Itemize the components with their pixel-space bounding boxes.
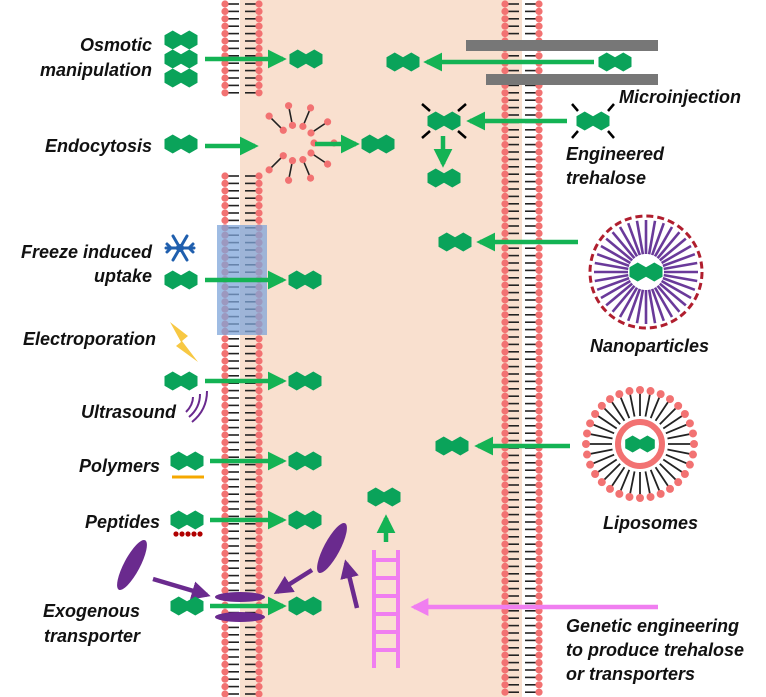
trehalose-engineered-released bbox=[427, 168, 461, 188]
microinjection-needle-top bbox=[466, 40, 658, 51]
left-membrane-top bbox=[221, 0, 263, 97]
trehalose-peptides-in bbox=[288, 510, 322, 530]
trehalose-microinjection-needle bbox=[598, 52, 632, 72]
trehalose-liposome-cargo bbox=[625, 435, 655, 453]
label-freeze-2: uptake bbox=[94, 266, 152, 286]
label-engineered-1: Engineered bbox=[566, 144, 665, 164]
label-genetic-3: or transporters bbox=[566, 664, 695, 684]
snowflake-icon bbox=[164, 234, 196, 262]
label-osmotic-1: Osmotic bbox=[80, 35, 152, 55]
label-polymers: Polymers bbox=[79, 456, 160, 476]
label-engineered-2: trehalose bbox=[566, 168, 646, 188]
transporter-free-left bbox=[117, 539, 147, 591]
label-microinjection: Microinjection bbox=[619, 87, 741, 107]
trehalose-osmotic-3 bbox=[164, 68, 198, 88]
liposome-icon bbox=[582, 386, 698, 502]
microinjection-needle-bottom bbox=[486, 74, 658, 85]
trehalose-electroporation-out bbox=[164, 371, 198, 391]
trehalose-peptides-out bbox=[170, 510, 204, 530]
trehalose-ladder-product bbox=[367, 487, 401, 507]
label-freeze-1: Freeze induced bbox=[21, 242, 153, 262]
label-peptides: Peptides bbox=[85, 512, 160, 532]
label-exogenous-1: Exogenous bbox=[43, 601, 140, 621]
green-arrows bbox=[205, 49, 594, 616]
trehalose-transporter-out bbox=[170, 596, 204, 616]
labels: Osmotic manipulation Endocytosis Freeze … bbox=[21, 35, 744, 684]
label-endocytosis: Endocytosis bbox=[45, 136, 152, 156]
trehalose-osmotic-inside bbox=[289, 49, 323, 69]
trehalose-endocytosis-in bbox=[361, 134, 395, 154]
ultrasound-waves-icon bbox=[185, 390, 208, 423]
trehalose-freeze-in bbox=[288, 270, 322, 290]
peptide-beads bbox=[173, 531, 203, 537]
transporter-in-membrane-top bbox=[215, 592, 265, 602]
trehalose-polymers-out bbox=[170, 451, 204, 471]
engineered-trehalose-spikes bbox=[421, 103, 615, 139]
trehalose-engineered-out bbox=[576, 111, 610, 131]
purple-arrows bbox=[152, 559, 360, 609]
trehalose-microinjection-inside bbox=[386, 52, 420, 72]
transporter-free-right bbox=[317, 522, 347, 574]
lightning-icon bbox=[170, 322, 198, 362]
trehalose-liposome-released bbox=[435, 436, 469, 456]
cytoplasm-region bbox=[240, 0, 522, 697]
trehalose-electroporation-in bbox=[288, 371, 322, 391]
label-exogenous-2: transporter bbox=[44, 626, 141, 646]
arrow-transporter-left bbox=[152, 576, 211, 600]
nanoparticle-icon bbox=[588, 214, 704, 330]
label-electroporation: Electroporation bbox=[23, 329, 156, 349]
label-genetic-2: to produce trehalose bbox=[566, 640, 744, 660]
transporter-in-membrane-bottom bbox=[215, 612, 265, 622]
label-osmotic-2: manipulation bbox=[40, 60, 152, 80]
trehalose-endocytosis-out bbox=[164, 134, 198, 154]
trehalose-molecules bbox=[164, 30, 663, 616]
arrow-ladder-purple bbox=[340, 559, 360, 609]
trehalose-engineered-in bbox=[427, 111, 461, 131]
label-genetic-1: Genetic engineering bbox=[566, 616, 739, 636]
trehalose-freeze-out bbox=[164, 270, 198, 290]
label-nanoparticles: Nanoparticles bbox=[590, 336, 709, 356]
ladder-icon bbox=[372, 550, 400, 668]
label-liposomes: Liposomes bbox=[603, 513, 698, 533]
arrow-transporter-right bbox=[273, 568, 314, 595]
trehalose-osmotic-2 bbox=[164, 49, 198, 69]
endocytosis-vesicle-opening bbox=[265, 102, 338, 184]
trehalose-transporter-in bbox=[288, 596, 322, 616]
exogenous-transporters bbox=[117, 522, 347, 622]
label-ultrasound: Ultrasound bbox=[81, 402, 177, 422]
trehalose-polymers-in bbox=[288, 451, 322, 471]
trehalose-nanoparticle-cargo bbox=[629, 262, 663, 282]
trehalose-nanoparticle-released bbox=[438, 232, 472, 252]
trehalose-osmotic-1 bbox=[164, 30, 198, 50]
